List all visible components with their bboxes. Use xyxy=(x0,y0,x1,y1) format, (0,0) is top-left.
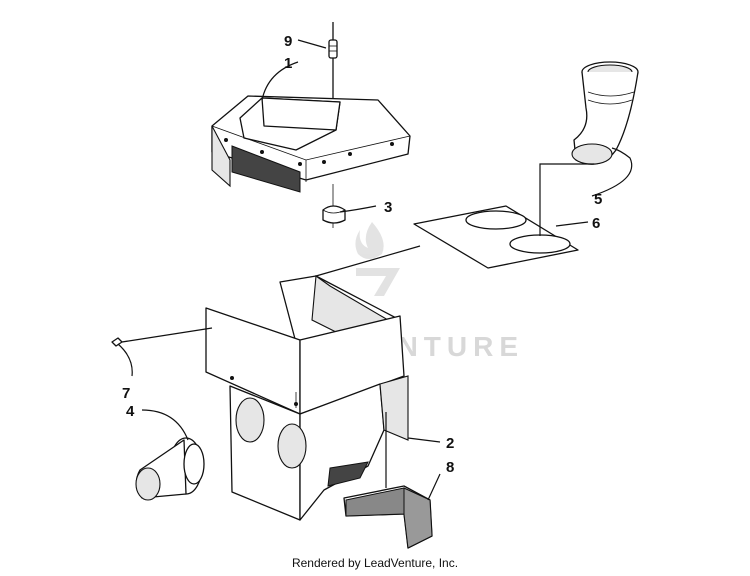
leader-lines xyxy=(117,39,633,501)
box-part-2 xyxy=(205,274,409,521)
plate-part-6 xyxy=(413,205,579,269)
callout-2: 2 xyxy=(446,435,454,452)
stud-part-9 xyxy=(328,22,338,112)
watermark-logo xyxy=(355,222,400,296)
footer-credit: Rendered by LeadVenture, Inc. xyxy=(291,556,459,570)
callout-8: 8 xyxy=(446,459,454,476)
screw-part-7 xyxy=(111,327,213,347)
callout-9: 9 xyxy=(284,33,292,50)
callout-5: 5 xyxy=(594,191,602,208)
lid-part-1 xyxy=(211,95,411,193)
callout-1: 1 xyxy=(284,55,292,72)
callout-6: 6 xyxy=(592,215,600,232)
elbow-part-5 xyxy=(571,61,639,165)
callout-7: 7 xyxy=(122,385,130,402)
callout-3: 3 xyxy=(384,199,392,216)
intake-boot-part-4 xyxy=(135,437,205,501)
filter-screen-part-8 xyxy=(343,485,433,549)
callout-4: 4 xyxy=(126,403,135,420)
knob-part-3 xyxy=(322,184,346,228)
